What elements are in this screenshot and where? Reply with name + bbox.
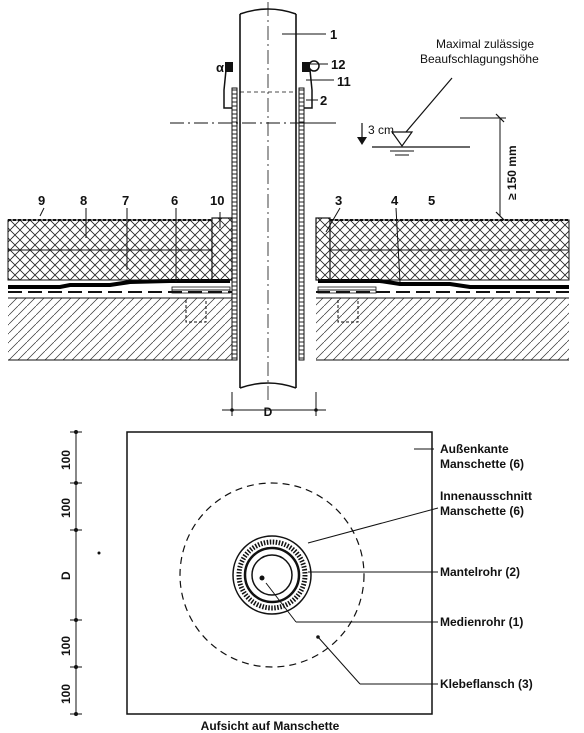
sealing-layers (8, 279, 569, 323)
water-note-line2: Beaufschlagungshöhe (420, 52, 539, 66)
dimension-3cm: 3 cm (368, 123, 394, 137)
stray-dot (97, 551, 101, 555)
label-1: 1 (330, 27, 337, 42)
label-12: 12 (331, 57, 345, 72)
label-3: 3 (335, 193, 342, 208)
plan-dim-100-4: 100 (59, 684, 73, 704)
height-dimension (460, 113, 506, 221)
diameter-dimension (222, 392, 326, 416)
callout-casing-pipe: Mantelrohr (2) (440, 565, 520, 579)
section-view: α (7, 2, 570, 419)
insulation-upper-right (329, 219, 570, 251)
insulation-lower-right (329, 249, 570, 281)
insulation-upper-left (7, 219, 213, 251)
concrete-slab-left (8, 298, 232, 360)
label-7: 7 (122, 193, 129, 208)
plan-center-dot (259, 575, 265, 581)
inner-cutout-circle (232, 535, 312, 615)
callout-outer-edge-line1: Außenkante (440, 442, 509, 456)
casing-pipe-ring (236, 539, 308, 611)
collar-outer-edge (126, 431, 433, 715)
label-11: 11 (337, 74, 351, 89)
water-level-symbol (304, 77, 470, 156)
plan-leaders (265, 448, 439, 685)
dimension-150mm: ≥ 150 mm (505, 145, 519, 200)
insulation-lower-left (7, 249, 213, 281)
label-6: 6 (171, 193, 178, 208)
label-2: 2 (320, 93, 327, 108)
dimension-D: D (264, 405, 273, 419)
casing-pipe-left-wall (231, 87, 238, 361)
label-10: 10 (210, 193, 224, 208)
label-9: 9 (38, 193, 45, 208)
media-pipe-outer (243, 546, 301, 604)
leader-lines (39, 33, 401, 283)
plan-dim-D: D (59, 571, 73, 580)
callout-outer-edge-line2: Manschette (6) (440, 457, 524, 471)
water-note-line1: Maximal zulässige (436, 37, 534, 51)
plan-dim-100-2: 100 (59, 498, 73, 518)
callout-inner-cut-line1: Innenausschnitt (440, 489, 532, 503)
plan-view: Außenkante Manschette (6) Innenausschnit… (59, 430, 533, 733)
callout-media-pipe: Medienrohr (1) (440, 615, 523, 629)
concrete-slab-right (316, 298, 569, 360)
plan-dim-100-1: 100 (59, 450, 73, 470)
label-8: 8 (80, 193, 87, 208)
svg-text:α: α (216, 60, 224, 75)
media-pipe-inner (251, 554, 293, 596)
callout-inner-cut-line2: Manschette (6) (440, 504, 524, 518)
casing-pipe-right-wall (298, 87, 305, 361)
plan-caption: Aufsicht auf Manschette (201, 719, 340, 733)
collar-fill-right (315, 217, 331, 281)
label-5: 5 (428, 193, 435, 208)
label-4: 4 (391, 193, 399, 208)
collar-fill-left (211, 217, 233, 281)
media-pipe (239, 2, 297, 400)
flange-dashed-circle (179, 482, 365, 668)
callout-flange: Klebeflansch (3) (440, 677, 533, 691)
plan-dim-100-3: 100 (59, 636, 73, 656)
clamp: α (216, 60, 320, 75)
